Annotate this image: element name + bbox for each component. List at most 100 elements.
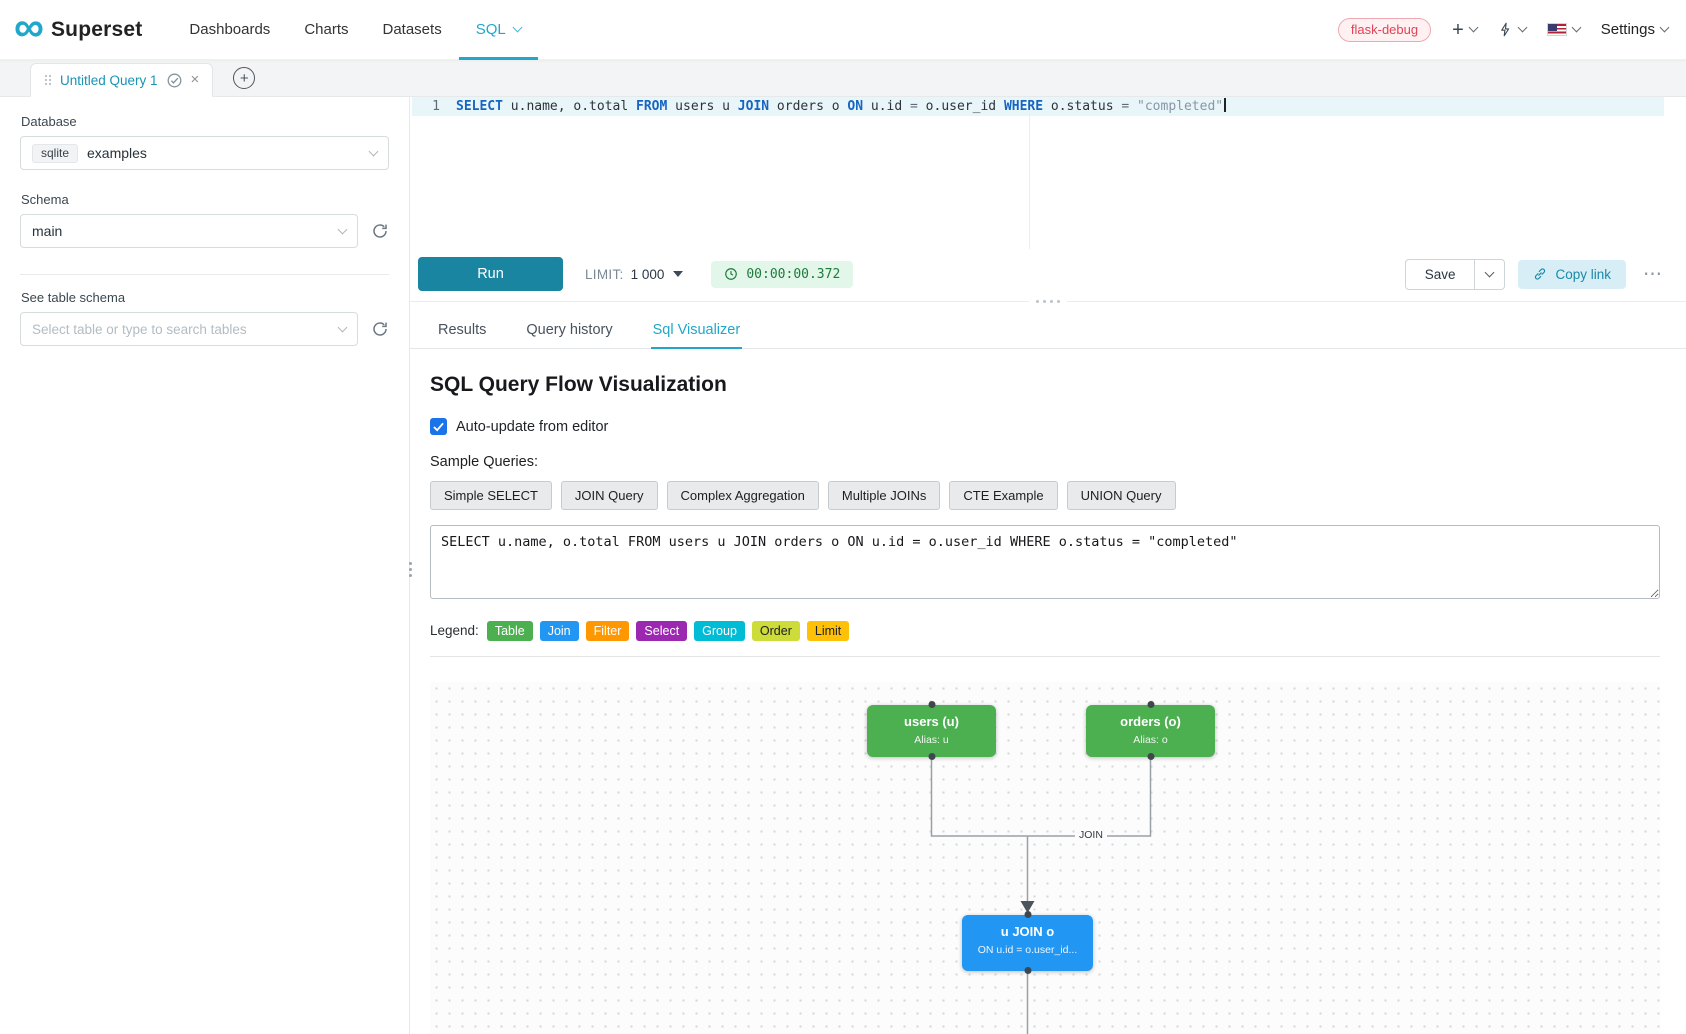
top-navbar: ∞ Superset Dashboards Charts Datasets SQL f… [0, 0, 1686, 60]
table-select[interactable]: Select table or type to search tables [20, 312, 358, 346]
refresh-schemas-button[interactable] [371, 222, 389, 240]
query-tab-untitled-query-1[interactable]: Untitled Query 1 × [30, 63, 214, 97]
schema-select[interactable]: main [20, 214, 358, 248]
sample-query-button-cte-example[interactable]: CTE Example [949, 481, 1058, 510]
sidebar-resize-grip[interactable] [409, 562, 412, 577]
table-schema-label: See table schema [21, 290, 126, 305]
sample-query-button-simple-select[interactable]: Simple SELECT [430, 481, 552, 510]
splitter-drag-handle[interactable] [1029, 298, 1067, 305]
sample-query-button-union-query[interactable]: UNION Query [1066, 481, 1176, 510]
copy-link-label: Copy link [1555, 266, 1611, 282]
sample-queries-label: Sample Queries: [430, 454, 538, 470]
node-subtitle: ON u.id = o.user_id... [977, 943, 1078, 956]
legend-chip-order: Order [751, 621, 800, 641]
nav-item-label: SQL [475, 21, 506, 38]
settings-label: Settings [1600, 21, 1655, 38]
nav-item-label: Datasets [382, 21, 442, 38]
nav-item-dashboards[interactable]: Dashboards [172, 0, 287, 60]
flow-node-users[interactable]: users (u) Alias: u [867, 701, 996, 760]
result-tab-sql-visualizer[interactable]: Sql Visualizer [650, 311, 743, 349]
database-select[interactable]: sqlite examples [20, 136, 389, 170]
sidebar-divider [20, 274, 389, 275]
sample-query-button-join-query[interactable]: JOIN Query [560, 481, 658, 510]
refresh-icon [373, 224, 387, 238]
node-title: orders (o) [1120, 713, 1181, 729]
nav-item-sql[interactable]: SQL [459, 0, 538, 60]
settings-menu-button[interactable]: Settings [1600, 21, 1670, 38]
copy-link-button[interactable]: Copy link [1518, 259, 1626, 289]
editor-line-number: 1 [432, 99, 440, 114]
brand[interactable]: ∞ Superset [14, 3, 142, 52]
run-button[interactable]: Run [418, 257, 563, 291]
flow-node-join[interactable]: u JOIN o ON u.id = o.user_id... [962, 911, 1093, 974]
sql-token-plain: o.status [1043, 99, 1122, 114]
sql-token-plain: orders o [769, 99, 848, 114]
sql-token-keyword: FROM [636, 99, 668, 114]
legend-label: Legend: [430, 623, 479, 639]
sql-visualizer-panel: SQL Query Flow Visualization Auto-update… [410, 349, 1686, 1034]
legend-chip-join: Join [539, 621, 579, 641]
result-tab-results[interactable]: Results [438, 322, 487, 338]
more-actions-button[interactable]: ⋯ [1643, 263, 1664, 285]
result-tabs: Results Query history Sql Visualizer [410, 311, 1686, 349]
nav-item-label: Charts [304, 21, 349, 38]
sql-token-operator: = [910, 99, 918, 114]
chevron-down-icon [337, 224, 348, 234]
clock-icon [725, 268, 738, 280]
main-nav: Dashboards Charts Datasets SQL [172, 0, 537, 60]
node-port-bottom [928, 753, 935, 760]
node-port-bottom [1024, 967, 1031, 974]
schema-label: Schema [21, 192, 69, 207]
drag-grip-icon[interactable] [44, 74, 51, 86]
chevron-down-icon [337, 322, 348, 332]
environment-badge: flask-debug [1337, 17, 1432, 42]
chevron-down-icon [1517, 22, 1528, 33]
refresh-tables-button[interactable] [371, 320, 389, 338]
plus-icon: + [1452, 18, 1464, 41]
editor-active-line [412, 97, 1664, 116]
close-tab-icon[interactable]: × [190, 71, 200, 88]
page-title: SQL Query Flow Visualization [430, 373, 727, 396]
database-value: examples [87, 145, 147, 161]
node-subtitle: Alias: o [1133, 733, 1168, 746]
legend-chip-select: Select [636, 621, 688, 641]
result-tab-query-history[interactable]: Query history [526, 322, 613, 338]
sql-input-textarea[interactable]: SELECT u.name, o.total FROM users u JOIN… [430, 525, 1660, 599]
nav-item-datasets[interactable]: Datasets [366, 0, 459, 60]
legend-chip-filter: Filter [585, 621, 630, 641]
query-tab-title: Untitled Query 1 [60, 72, 158, 88]
database-engine-tag: sqlite [32, 143, 79, 163]
save-options-button[interactable] [1475, 258, 1506, 290]
chevron-down-icon [368, 146, 379, 156]
auto-update-checkbox[interactable] [430, 418, 447, 435]
save-button[interactable]: Save [1404, 258, 1476, 290]
navbar-right: flask-debug + Settings [1337, 17, 1670, 42]
new-tab-button[interactable]: + [233, 67, 256, 89]
query-search-menu-button[interactable] [1498, 21, 1528, 38]
legend-chip-group: Group [694, 621, 745, 641]
sql-token-keyword: SELECT [456, 99, 503, 114]
node-port-top [928, 701, 935, 708]
legend-chip-limit: Limit [806, 621, 850, 641]
sql-token-keyword: JOIN [737, 99, 770, 114]
sql-token-string: "completed" [1137, 99, 1224, 114]
sql-token-plain [1129, 99, 1137, 114]
add-menu-button[interactable]: + [1452, 18, 1479, 41]
content-divider [430, 655, 1660, 657]
sample-query-button-multiple-joins[interactable]: Multiple JOINs [827, 481, 941, 510]
sqllab-main: 1 SELECT u.name, o.total FROM users u JO… [410, 97, 1686, 1034]
node-port-top [1147, 701, 1154, 708]
caret-down-icon [673, 271, 684, 277]
sample-query-button-complex-aggregation[interactable]: Complex Aggregation [666, 481, 819, 510]
limit-dropdown[interactable]: LIMIT: 1 000 [585, 267, 684, 282]
nav-item-charts[interactable]: Charts [287, 0, 365, 60]
language-picker-button[interactable] [1546, 22, 1582, 36]
sql-token-plain: users u [667, 99, 738, 114]
flow-node-orders[interactable]: orders (o) Alias: o [1086, 701, 1215, 760]
table-select-placeholder: Select table or type to search tables [32, 321, 247, 337]
sample-query-buttons: Simple SELECT JOIN Query Complex Aggregati… [430, 481, 1660, 510]
sql-editor[interactable]: 1 SELECT u.name, o.total FROM users u JO… [412, 97, 1664, 249]
node-port-top [1024, 911, 1031, 918]
link-icon [1535, 268, 1546, 280]
